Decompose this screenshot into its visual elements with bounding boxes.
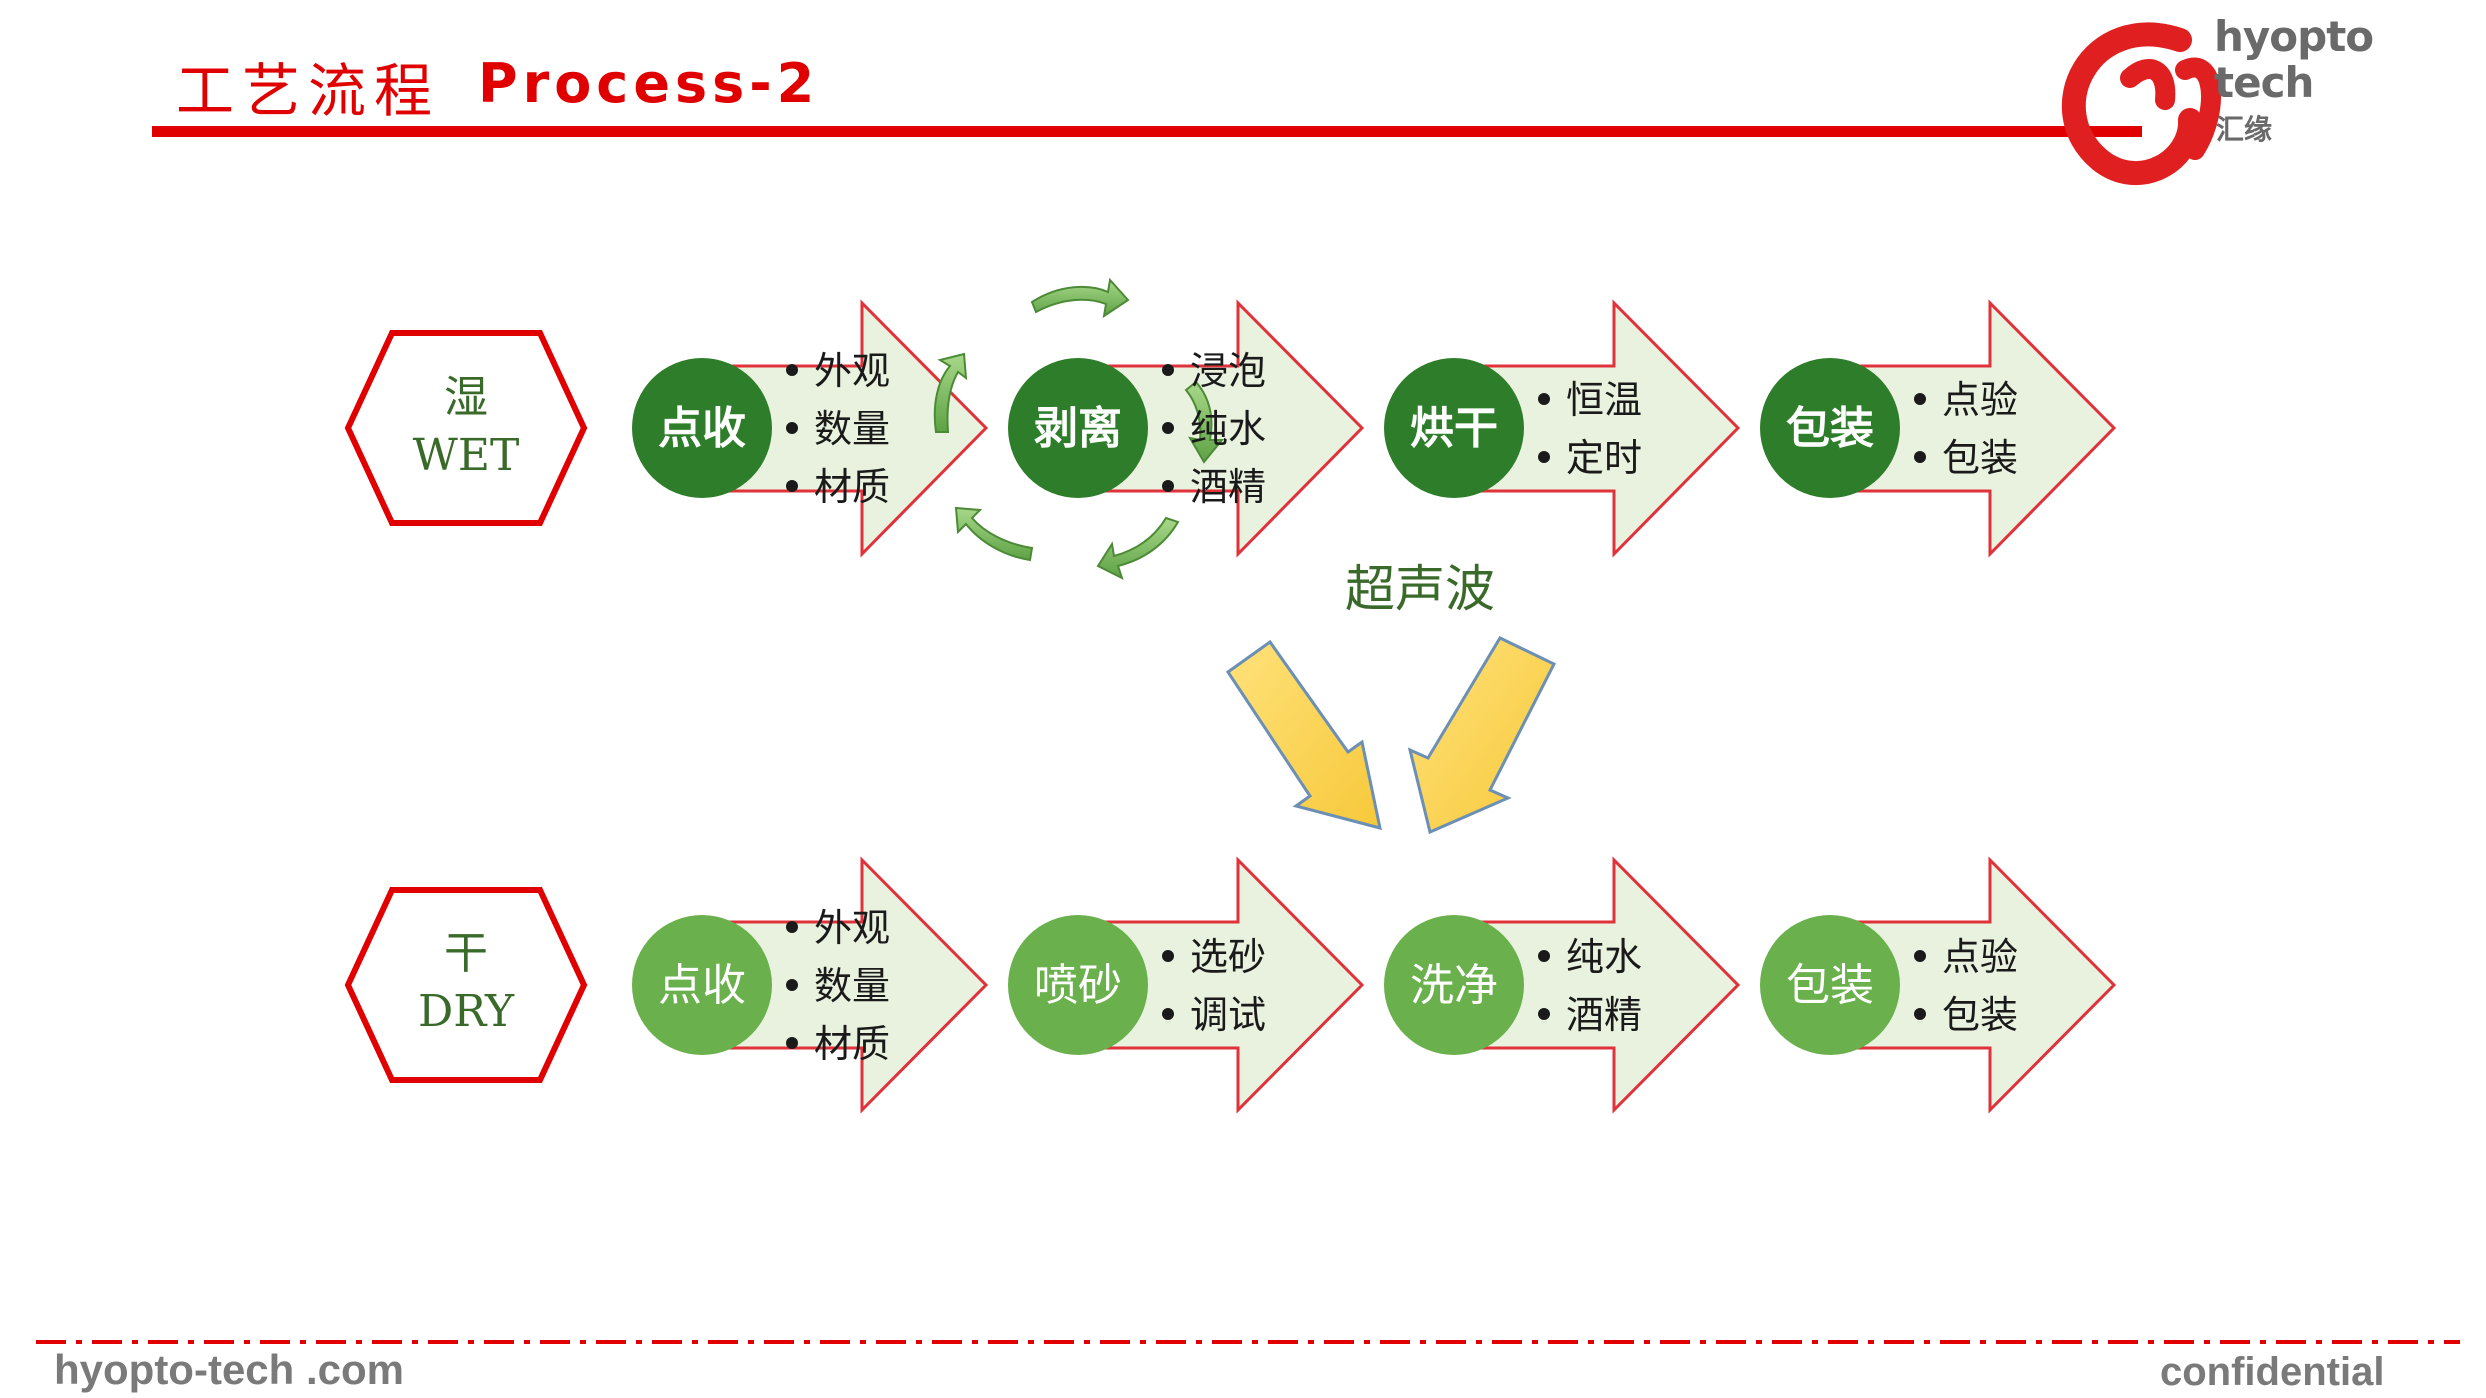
wet-step-name-3: 烘干 [1410, 403, 1498, 454]
dry-step-1-item-3: 材质 [814, 1022, 890, 1066]
hyopto-logo-icon [2061, 22, 2221, 185]
logo-text-hyopto: hyopto [2214, 12, 2374, 61]
footer-website: hyopto-tech .com [54, 1346, 405, 1393]
dry-step-circle-2 [1008, 915, 1148, 1055]
wet-step-2-item-2: 纯水 [1190, 407, 1266, 451]
logo-text-tech: tech [2214, 58, 2314, 107]
dry-step-2-item-2: 调试 [1190, 993, 1266, 1037]
dry-label-en: DRY [418, 986, 515, 1037]
wet-step-4-item-2: 包装 [1942, 436, 2018, 480]
wet-step-name-1: 点收 [658, 403, 746, 454]
dry-step-3-item-2: 酒精 [1566, 993, 1642, 1037]
dry-step-1-item-1: 外观 [814, 906, 890, 950]
dry-step-3-item-1: 纯水 [1566, 935, 1642, 979]
wet-step-circle-2 [1008, 358, 1148, 498]
header-underline [152, 126, 2142, 137]
wet-step-4-item-1: 点验 [1942, 378, 2018, 422]
dry-step-name-3: 洗净 [1410, 960, 1498, 1011]
wet-step-1-item-2: 数量 [814, 407, 890, 451]
wet-step-name-4: 包装 [1786, 403, 1874, 454]
page-title-zh: 工艺流程 [176, 57, 441, 125]
wet-step-circle-1 [632, 358, 772, 498]
dry-step-circle-4 [1760, 915, 1900, 1055]
footer-confidential: confidential [2160, 1350, 2385, 1394]
dry-step-name-2: 喷砂 [1034, 960, 1122, 1011]
cycle-arrows-icon [933, 277, 1225, 580]
wet-step-1-item-1: 外观 [814, 349, 890, 393]
ultrasonic-label: 超声波 [1345, 560, 1495, 618]
wet-step-circle-4 [1760, 358, 1900, 498]
wet-label-en: WET [413, 430, 520, 481]
wet-step-2-item-1: 浸泡 [1190, 349, 1266, 393]
wet-step-3-item-2: 定时 [1566, 436, 1642, 480]
dry-step-circle-3 [1384, 915, 1524, 1055]
wet-step-3-item-1: 恒温 [1566, 378, 1642, 422]
page-title-en: Process-2 [478, 52, 820, 115]
dry-step-4-item-1: 点验 [1942, 935, 2018, 979]
dry-step-4-item-2: 包装 [1942, 993, 2018, 1037]
wet-hexagon [344, 330, 588, 526]
logo-text-zh: 汇缘 [2216, 113, 2273, 146]
dry-step-name-4: 包装 [1786, 960, 1874, 1011]
dry-arrows [696, 856, 2117, 1114]
ultrasonic-arrow-right-icon [1407, 636, 1557, 835]
dry-label-zh: 干 [444, 928, 488, 979]
wet-step-circle-3 [1384, 358, 1524, 498]
ultrasonic-arrow-left-icon [1225, 639, 1382, 831]
dry-step-2-item-1: 选砂 [1190, 935, 1266, 979]
dry-hexagon [344, 887, 588, 1083]
dry-step-circle-1 [632, 915, 772, 1055]
dry-step-1-item-2: 数量 [814, 964, 890, 1008]
wet-step-name-2: 剥离 [1034, 403, 1122, 454]
wet-step-2-item-3: 酒精 [1190, 465, 1266, 509]
dry-step-name-1: 点收 [658, 960, 746, 1011]
wet-step-1-item-3: 材质 [814, 465, 890, 509]
wet-label-zh: 湿 [444, 372, 488, 423]
